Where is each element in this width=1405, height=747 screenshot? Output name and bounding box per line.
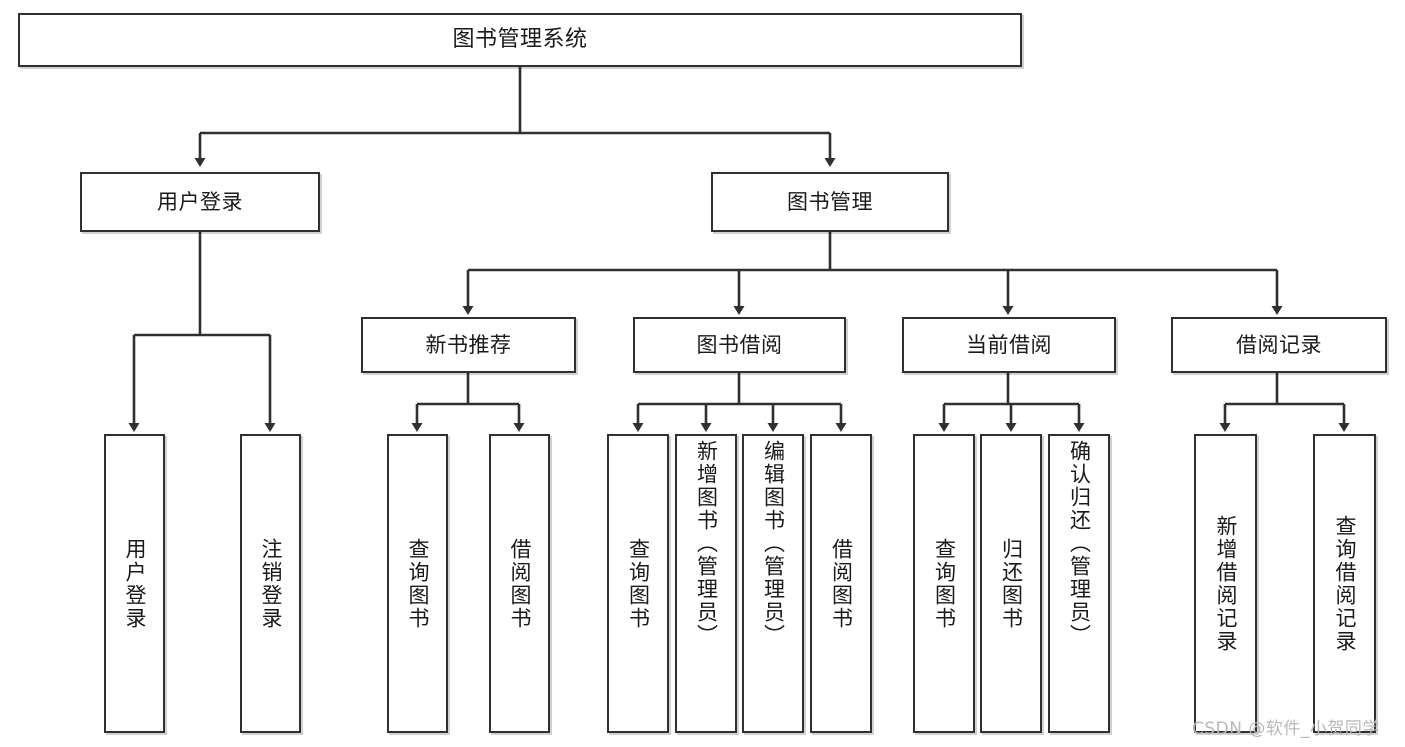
node-label: 图书管理系统 bbox=[452, 27, 588, 53]
node-label: 新增借阅记录 bbox=[1214, 514, 1238, 653]
node-label: 确认归还（管理员） bbox=[1067, 440, 1092, 647]
leaf-return-book[interactable]: 归还图书 bbox=[980, 434, 1042, 733]
leaf-add-borrow-record[interactable]: 新增借阅记录 bbox=[1194, 434, 1257, 733]
node-label: 归还图书 bbox=[999, 537, 1024, 630]
node-label: 图书借阅 bbox=[696, 332, 783, 357]
node-book-borrow[interactable]: 图书借阅 bbox=[633, 317, 846, 373]
node-label: 当前借阅 bbox=[966, 332, 1052, 357]
leaf-borrow-book-newbook[interactable]: 借阅图书 bbox=[489, 434, 550, 733]
node-borrow-record[interactable]: 借阅记录 bbox=[1171, 317, 1387, 373]
node-book-management[interactable]: 图书管理 bbox=[711, 172, 949, 232]
node-label: 用户登录 bbox=[157, 189, 243, 214]
node-label: 查询图书 bbox=[932, 537, 957, 630]
leaf-borrow-book[interactable]: 借阅图书 bbox=[810, 434, 872, 733]
node-label: 查询借阅记录 bbox=[1333, 514, 1357, 653]
node-label: 新增图书（管理员） bbox=[694, 440, 719, 647]
node-label: 新书推荐 bbox=[425, 332, 512, 357]
node-label: 注销登录 bbox=[259, 537, 283, 630]
node-label: 借阅图书 bbox=[829, 537, 854, 630]
leaf-query-book-borrow[interactable]: 查询图书 bbox=[607, 434, 669, 733]
leaf-add-book-admin[interactable]: 新增图书（管理员） bbox=[675, 434, 737, 733]
node-root-book-management-system[interactable]: 图书管理系统 bbox=[18, 13, 1022, 67]
leaf-query-book-current[interactable]: 查询图书 bbox=[913, 434, 975, 733]
node-label: 查询图书 bbox=[626, 537, 651, 630]
node-label: 借阅记录 bbox=[1236, 332, 1322, 357]
node-user-login[interactable]: 用户登录 bbox=[80, 172, 320, 232]
leaf-edit-book-admin[interactable]: 编辑图书（管理员） bbox=[742, 434, 804, 733]
node-label: 图书管理 bbox=[787, 189, 873, 214]
node-current-borrow[interactable]: 当前借阅 bbox=[902, 317, 1116, 373]
leaf-confirm-return-admin[interactable]: 确认归还（管理员） bbox=[1048, 434, 1110, 733]
leaf-user-login[interactable]: 用户登录 bbox=[104, 434, 165, 733]
csdn-watermark: CSDN @软件_小贺同学 bbox=[1192, 719, 1380, 739]
node-label: 查询图书 bbox=[406, 537, 430, 630]
leaf-query-book-newbook[interactable]: 查询图书 bbox=[387, 434, 448, 733]
leaf-logout[interactable]: 注销登录 bbox=[240, 434, 301, 733]
node-label: 用户登录 bbox=[123, 537, 147, 630]
leaf-query-borrow-record[interactable]: 查询借阅记录 bbox=[1313, 434, 1376, 733]
node-new-book-recommend[interactable]: 新书推荐 bbox=[361, 317, 576, 373]
node-label: 编辑图书（管理员） bbox=[761, 440, 786, 647]
node-label: 借阅图书 bbox=[508, 537, 532, 630]
